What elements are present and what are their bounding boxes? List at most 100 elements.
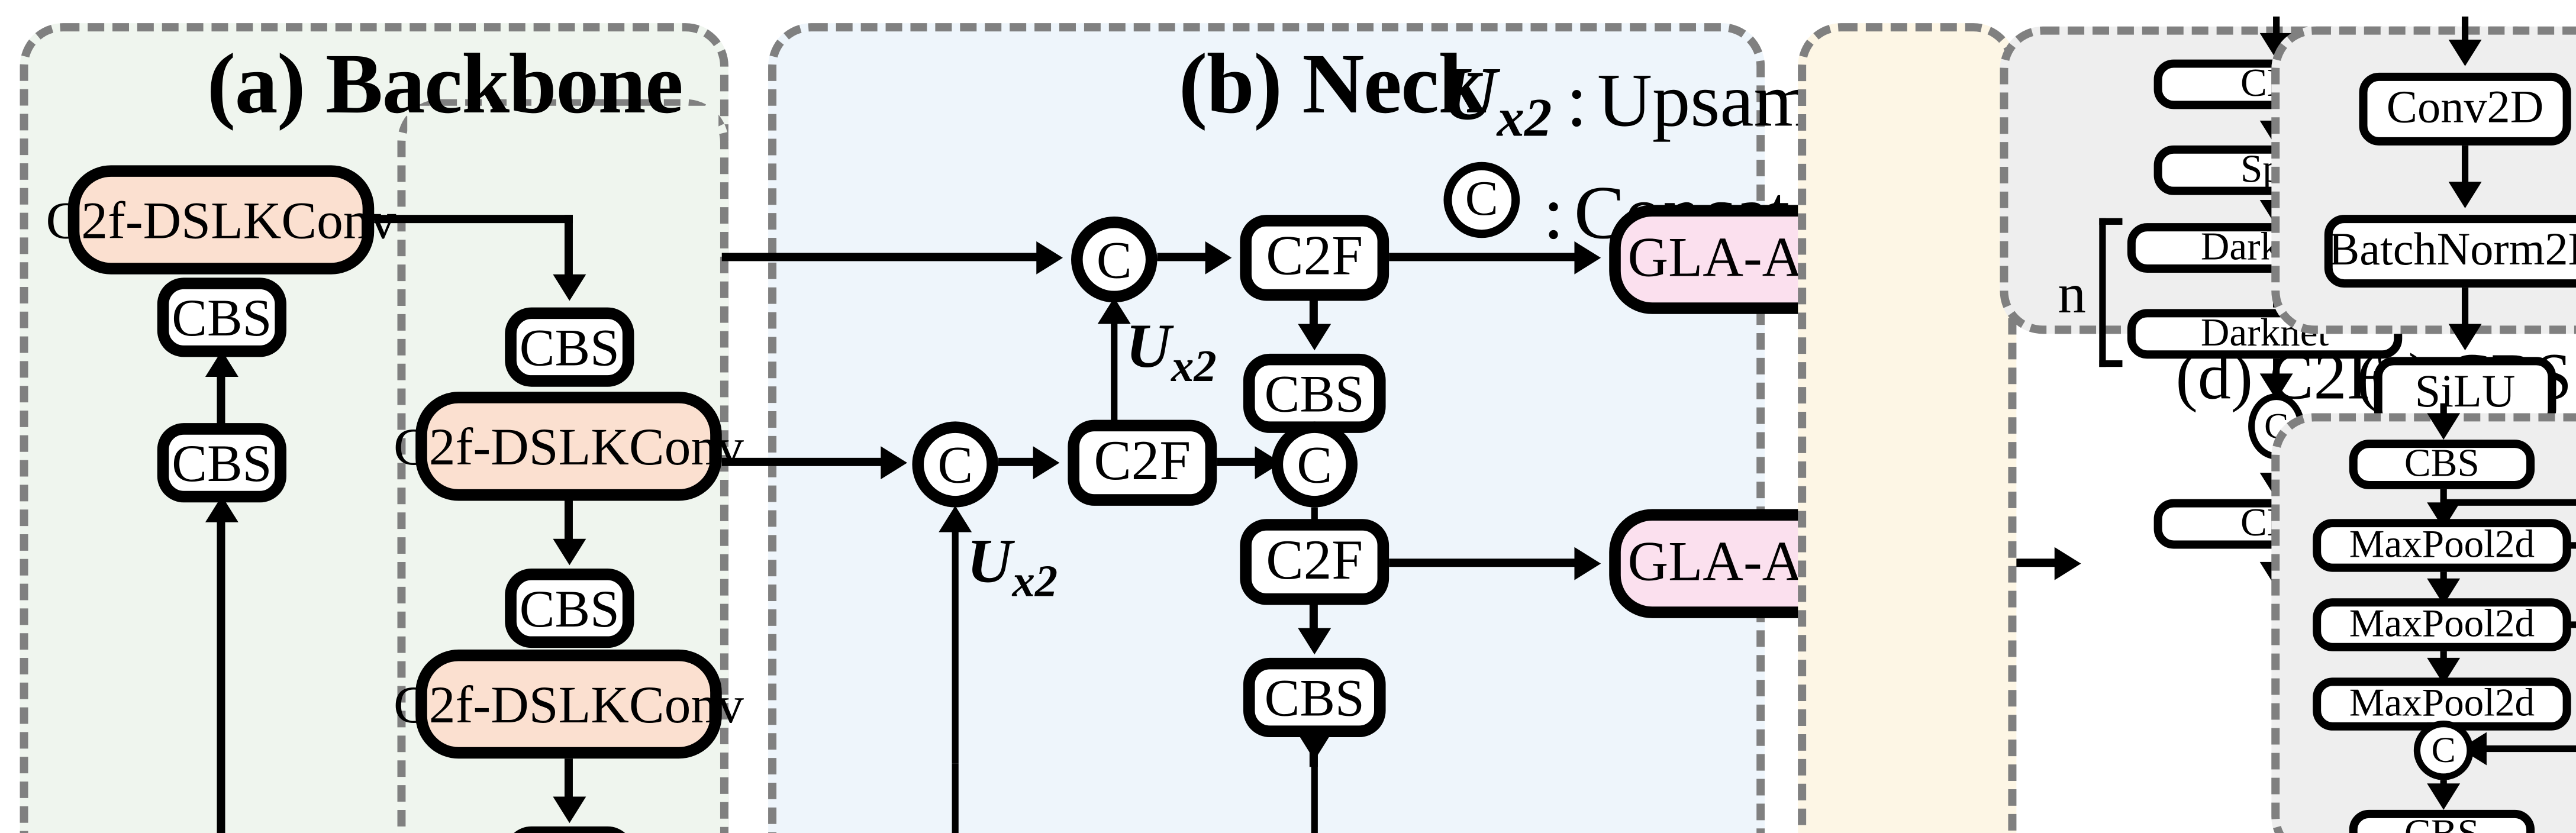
block-label: MaxPool2d [2349,524,2535,567]
backbone-block-c2f-dslkconv-1[interactable]: C2f-DSLKConv [46,165,396,275]
connector-upsample-2 [952,522,959,764]
legend-sep: : [1543,170,1565,255]
arrowhead-right-c2f2 [1033,446,1060,480]
sppf-block-maxpool2d-2[interactable]: MaxPool2d [2313,598,2571,651]
neck-block-cbs-1[interactable]: CBS [1243,353,1386,433]
arrowhead-right-c2f1 [1205,241,1232,275]
sppf-skip-top [2440,499,2576,506]
connector-dslk1-right [374,215,573,224]
backbone-block-cbs-5[interactable]: CBS [505,826,634,833]
neck-block-c2f-3[interactable]: C2F [1240,519,1389,605]
block-label: CBS [2404,443,2480,486]
arrowhead-up-input [205,496,238,522]
concat-node-2[interactable]: C [912,421,998,508]
arrowhead-down-cbs5 [553,796,586,824]
cbs-block-conv2d[interactable]: Conv2D [2359,72,2571,146]
sppf-block-maxpool2d-1[interactable]: MaxPool2d [2313,519,2571,572]
block-label: C2F [1266,226,1363,288]
block-label: CBS [2404,815,2480,833]
connector-backbone2-to-concat1 [721,253,1047,261]
block-label: C2f-DSLKConv [46,190,396,250]
neck-block-cbs-2[interactable]: CBS [1243,657,1386,737]
connector-upsample-1 [1111,314,1118,443]
c2f-repeat-bracket [2099,218,2123,367]
sppf-mp2-right [2571,621,2576,628]
block-label: C2F [1266,530,1363,592]
sppf-block-maxpool2d-3[interactable]: MaxPool2d [2313,677,2571,731]
block-label: CBS [1264,667,1365,728]
backbone-block-cbs-3[interactable]: CBS [505,307,634,387]
block-label: CBS [519,578,620,638]
cbs-block-batchnorm2d[interactable]: BatchNorm2D [2324,215,2576,288]
connector-cbs1-to-cbs2 [217,376,225,437]
block-label: Conv2D [2386,82,2544,134]
arrowhead-down-cbsB [1298,628,1331,655]
cbs-arrow-bn [2448,182,2482,208]
sppf-block-cbs-top[interactable]: CBS [2349,440,2535,489]
c2f-input-line [2273,16,2280,43]
panel-title-detection-head: (c) Detection Head [1858,657,1956,833]
arrowhead-right-gla1 [1574,241,1601,275]
connector-input-to-cbs2 [217,505,225,833]
cbs-conv-to-bn [2461,145,2469,195]
cbs-bn-to-silu [2461,288,2469,337]
arrowhead-right-concat1 [1036,241,1063,275]
arrowhead-right-gla2 [1574,547,1601,580]
block-label: SiLU [2414,367,2516,418]
connector-backbone3-to-concat2 [721,457,888,466]
sppf-skip-bottom [2473,745,2576,753]
block-label: CBS [172,288,272,347]
arrowhead-down-cbs4 [553,538,586,566]
connector-dslk2-to-cbs4 [564,501,573,551]
c2f-repeat-label: n [2058,264,2086,326]
concat-node-1[interactable]: C [1071,216,1158,303]
sppf-arrow-cbs-bottom [2427,783,2461,810]
backbone-block-cbs-2[interactable]: CBS [157,423,286,503]
panel-detection-head [1798,23,2017,833]
block-label: CBS [519,317,620,377]
backbone-block-cbs-1[interactable]: CBS [157,277,286,357]
connector-concat1-to-c2f1 [1157,253,1217,261]
upsample-label-1: Ux2 [1126,312,1217,391]
cbs-input-line [2461,16,2469,53]
panel-title-backbone: (a) Backbone [207,38,684,133]
block-label: C2F [1094,431,1191,493]
legend-concat-icon: C [1443,162,1520,238]
connector-dslk1-down [564,215,573,281]
c2f-dark2-down [2273,359,2280,385]
arrowhead-down-cbsA [1298,324,1331,351]
block-label: MaxPool2d [2349,603,2535,647]
connector-c2f3-to-gla2 [1389,558,1587,567]
sppf-concat-node[interactable]: C [2413,721,2474,780]
connector-c2f2-top-stub [1111,419,1118,427]
cbs-arrow-silu [2448,324,2482,351]
panel-title-neck: (b) Neck [1178,38,1486,133]
concat-symbol: C [1465,172,1498,227]
connector-ddconv-up [952,763,959,833]
sppf-block-cbs-bottom[interactable]: CBS [2349,809,2535,833]
concat-symbol: C [937,434,973,495]
arrowhead-up-concat2 [939,505,972,532]
connector-c2f1-to-gla1 [1389,253,1587,261]
block-label: CBS [1264,363,1365,424]
backbone-block-c2f-dslkconv-3[interactable]: C2f-DSLKConv [394,649,744,759]
neck-block-c2f-2[interactable]: C2F [1068,419,1217,506]
block-label: BatchNorm2D [2328,224,2576,276]
concat-symbol: C [2431,729,2456,770]
cbs-arrow-in [2448,40,2482,66]
sppf-mp1-right [2571,542,2576,549]
concat-node-3[interactable]: C [1271,421,1358,508]
arrowhead-up-concat1 [1097,297,1131,324]
neck-block-c2f-1[interactable]: C2F [1240,215,1389,301]
legend-sep: : [1566,57,1588,143]
arrowhead-up [205,350,238,377]
connector-dslk3-to-cbs5 [564,758,573,809]
sppf-arrow-in [2427,413,2461,440]
backbone-block-c2f-dslkconv-2[interactable]: C2f-DSLKConv [394,392,744,501]
arrowhead-right-concat2 [881,446,908,480]
connector-cbsB-to-concat4 [1311,737,1318,833]
backbone-block-cbs-4[interactable]: CBS [505,569,634,648]
block-label: C2f-DSLKConv [394,674,744,734]
block-label: MaxPool2d [2349,682,2535,726]
